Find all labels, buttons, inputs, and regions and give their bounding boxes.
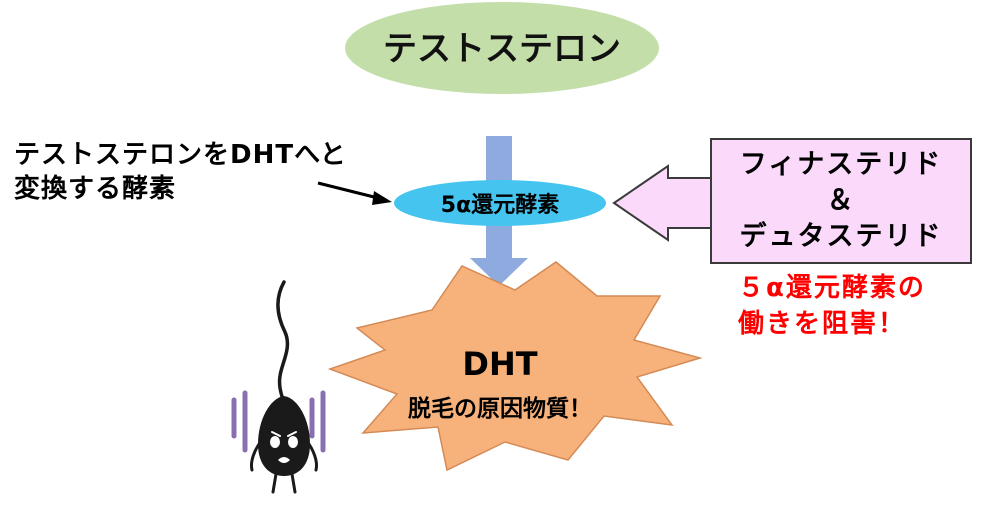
enzyme-node: 5α還元酵素 bbox=[394, 180, 606, 226]
dht-burst: DHT 脱毛の原因物質！ bbox=[327, 261, 703, 472]
inhibitor-dutasteride: デュタステリド bbox=[739, 221, 943, 252]
falling-hair-character-icon bbox=[250, 280, 318, 494]
inhibitor-box: フィナステリド ＆ デュタステリド bbox=[710, 138, 972, 264]
dht-caption: 脱毛の原因物質！ bbox=[408, 395, 592, 422]
enzyme-description-line-2: 変換する酵素 bbox=[14, 174, 177, 204]
testosterone-node: テストステロン bbox=[345, 2, 659, 94]
inhibitor-finasteride: フィナステリド bbox=[739, 149, 943, 180]
inhibit-note-line-2: 働きを阻害！ bbox=[738, 309, 907, 339]
inhibit-note-line-1: ５α還元酵素の bbox=[738, 273, 926, 303]
inhibit-arrow-left bbox=[612, 164, 710, 242]
enzyme-label: 5α還元酵素 bbox=[441, 192, 559, 218]
testosterone-label: テストステロン bbox=[383, 29, 621, 69]
enzyme-description-line-1: テストステロンをDHTへと bbox=[14, 140, 347, 170]
shake-marks-icon bbox=[231, 390, 326, 453]
inhibit-note: ５α還元酵素の 働きを阻害！ bbox=[738, 270, 988, 342]
inhibitor-ampersand: ＆ bbox=[826, 185, 856, 216]
dht-label: DHT bbox=[462, 345, 537, 383]
description-pointer-arrow bbox=[317, 181, 392, 205]
enzyme-description: テストステロンをDHTへと 変換する酵素 bbox=[14, 138, 394, 206]
